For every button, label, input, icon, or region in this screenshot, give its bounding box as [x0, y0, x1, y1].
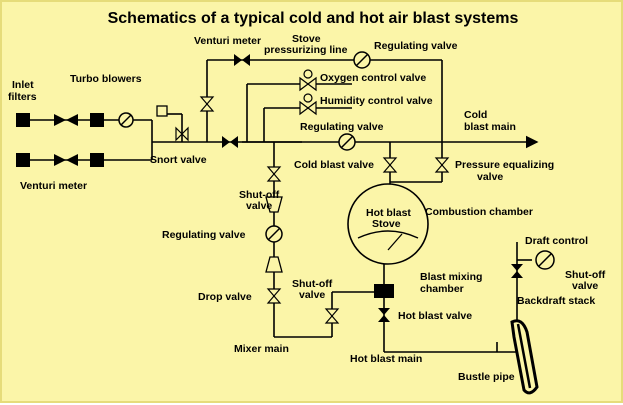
regulating-valve-top-label: Regulating valve [374, 40, 458, 52]
reducer-icon [265, 196, 283, 213]
shutoff-valve-mid-label-2: valve [299, 289, 325, 301]
venturi-meter-top-label: Venturi meter [194, 35, 261, 47]
shutoff-valve-left-label: Shut-off [239, 189, 280, 201]
hot-blast-valve-label: Hot blast valve [398, 310, 472, 322]
pressure-equalizing-valve-icon [434, 157, 450, 173]
inlet-filter-icon [16, 113, 30, 127]
shutoff-valve-left-label-2: valve [246, 200, 272, 212]
snort-valve-icon [156, 105, 189, 142]
inlet-filters-label: Inlet [12, 79, 34, 91]
oxygen-control-valve-icon [299, 69, 317, 92]
draft-control-label: Draft control [525, 235, 588, 247]
bustle-pipe [510, 319, 539, 395]
humidity-control-valve-label: Humidity control valve [320, 95, 433, 107]
stove-pressurizing-line-label-2: pressurizing line [264, 44, 348, 56]
shutoff-valve-icon [266, 166, 282, 182]
hot-blast-main-label: Hot blast main [350, 353, 422, 365]
venturi-valve-icon [234, 54, 250, 66]
venturi-meter-bottom-label: Venturi meter [20, 180, 87, 192]
blast-mixing-chamber-label: Blast mixing [420, 271, 482, 283]
humidity-control-valve-icon [299, 93, 317, 116]
shutoff-valve-mid-label: Shut-off [292, 278, 333, 290]
mixer-main-label: Mixer main [234, 343, 289, 355]
bustle-pipe-label: Bustle pipe [458, 371, 515, 383]
cold-blast-main-label-2: blast main [464, 121, 516, 133]
combustion-chamber-label: Combustion chamber [425, 206, 533, 218]
gate-valve-icon [54, 154, 78, 166]
inlet-filters-label-2: filters [8, 91, 37, 103]
labels: Inlet filters Turbo blowers Venturi mete… [8, 33, 606, 383]
cold-blast-valve-icon [382, 157, 398, 173]
stove-pressurizing-line-label: Stove [292, 33, 321, 45]
hot-blast-stove-label: Hot blast [366, 207, 411, 219]
main-gate-valve-icon [222, 136, 238, 148]
blast-mixing-chamber-label-2: chamber [420, 283, 464, 295]
regulating-valve-mid-label: Regulating valve [300, 121, 384, 133]
shutoff-valve-right-label-2: valve [572, 280, 598, 292]
vertical-valve-icon [199, 96, 215, 112]
drop-valve-icon [266, 288, 282, 304]
cold-blast-main-label: Cold [464, 109, 487, 121]
pressure-equalizing-valve-label-2: valve [477, 171, 503, 183]
hot-blast-valve-icon [378, 308, 390, 322]
hot-blast-stove [347, 183, 429, 265]
pressure-equalizing-valve-label: Pressure equalizing [455, 159, 554, 171]
oxygen-control-valve-label: Oxygen control valve [320, 72, 426, 84]
gate-valve-icon [54, 114, 78, 126]
hot-blast-stove-label-2: Stove [372, 218, 401, 230]
diagram-title: Schematics of a typical cold and hot air… [108, 10, 519, 27]
regulating-valve-left-label: Regulating valve [162, 229, 246, 241]
shutoff-valve-right-label: Shut-off [565, 269, 606, 281]
turbo-blower-icon [90, 113, 104, 127]
drop-valve-label: Drop valve [198, 291, 252, 303]
turbo-blower-icon [90, 153, 104, 167]
inlet-filter-icon [16, 153, 30, 167]
backdraft-stack-label: Backdraft stack [517, 295, 595, 307]
snort-valve-label: Snort valve [150, 154, 207, 166]
cold-blast-valve-label: Cold blast valve [294, 159, 374, 171]
expander-icon [265, 256, 283, 273]
turbo-blowers-label: Turbo blowers [70, 73, 142, 85]
shutoff-valve-icon [324, 308, 340, 324]
blast-mixing-chamber-icon [374, 284, 394, 298]
backdraft-shutoff-valve-icon [511, 264, 523, 278]
